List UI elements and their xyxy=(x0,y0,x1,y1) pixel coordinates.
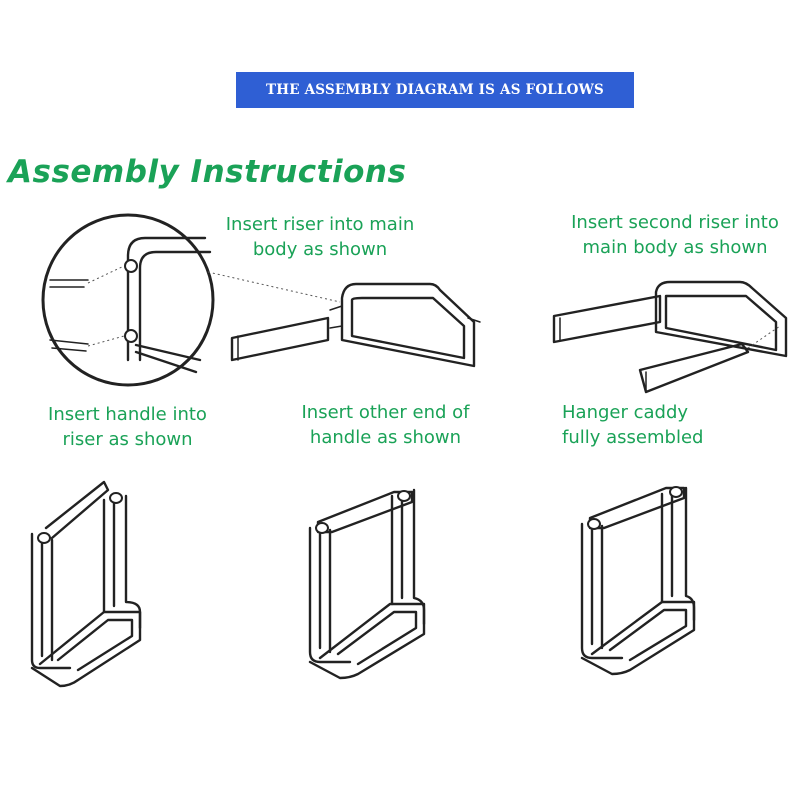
handle-insertion-drawing xyxy=(30,480,142,688)
banner-text: THE ASSEMBLY DIAGRAM IS AS FOLLOWS xyxy=(266,82,604,98)
step-text-line: Insert handle into xyxy=(48,404,207,425)
step-text-line: fully assembled xyxy=(562,427,704,448)
step-text-line: Insert second riser into xyxy=(571,212,779,233)
step-text-line: Hanger caddy xyxy=(562,402,689,423)
step-fully-assembled: Hanger caddy fully assembled xyxy=(562,400,712,450)
handle-other-end-drawing xyxy=(308,488,426,680)
header-banner: THE ASSEMBLY DIAGRAM IS AS FOLLOWS xyxy=(236,72,634,108)
second-riser-insertion-drawing xyxy=(552,280,788,394)
assembled-caddy-drawing xyxy=(580,486,696,676)
riser-insertion-drawing xyxy=(230,282,481,368)
page-title: Assembly Instructions xyxy=(8,154,407,190)
step-text-line: Insert riser into main xyxy=(225,214,415,235)
step-handle-insert: Insert handle into riser as shown xyxy=(20,402,235,452)
step-text-line: main body as shown xyxy=(582,237,768,258)
step-text-line: body as shown xyxy=(252,239,388,260)
step-riser-insert: Insert riser into main body as shown xyxy=(200,212,440,262)
step-text-line: handle as shown xyxy=(309,427,462,448)
step-text-line: riser as shown xyxy=(62,429,193,450)
step-handle-other-end: Insert other end of handle as shown xyxy=(278,400,493,450)
step-text-line: Insert other end of xyxy=(301,402,470,423)
detail-zoom-circle xyxy=(41,213,341,387)
step-second-riser-insert: Insert second riser into main body as sh… xyxy=(550,210,800,260)
